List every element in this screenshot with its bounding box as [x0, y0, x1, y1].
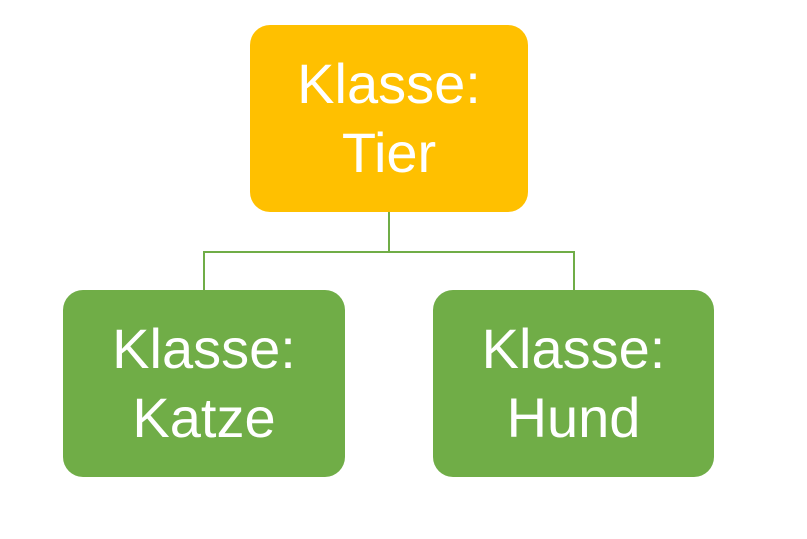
- connector-horizontal-bar: [203, 251, 575, 253]
- node-klasse-tier-label-line2: Tier: [341, 120, 437, 184]
- node-klasse-katze: Klasse: Katze: [63, 290, 345, 477]
- node-klasse-hund: Klasse: Hund: [433, 290, 714, 477]
- node-klasse-hund-label-line2: Hund: [506, 385, 641, 449]
- node-klasse-katze-label-line2: Katze: [132, 385, 276, 449]
- node-klasse-katze-label-line1: Klasse:: [112, 317, 296, 381]
- connector-drop-hund: [573, 251, 575, 290]
- node-klasse-hund-label-line1: Klasse:: [481, 317, 666, 381]
- connector-stem-tier: [388, 212, 390, 253]
- node-klasse-tier: Klasse: Tier: [250, 25, 528, 212]
- connector-drop-katze: [203, 251, 205, 290]
- node-klasse-tier-label-line1: Klasse:: [297, 52, 481, 116]
